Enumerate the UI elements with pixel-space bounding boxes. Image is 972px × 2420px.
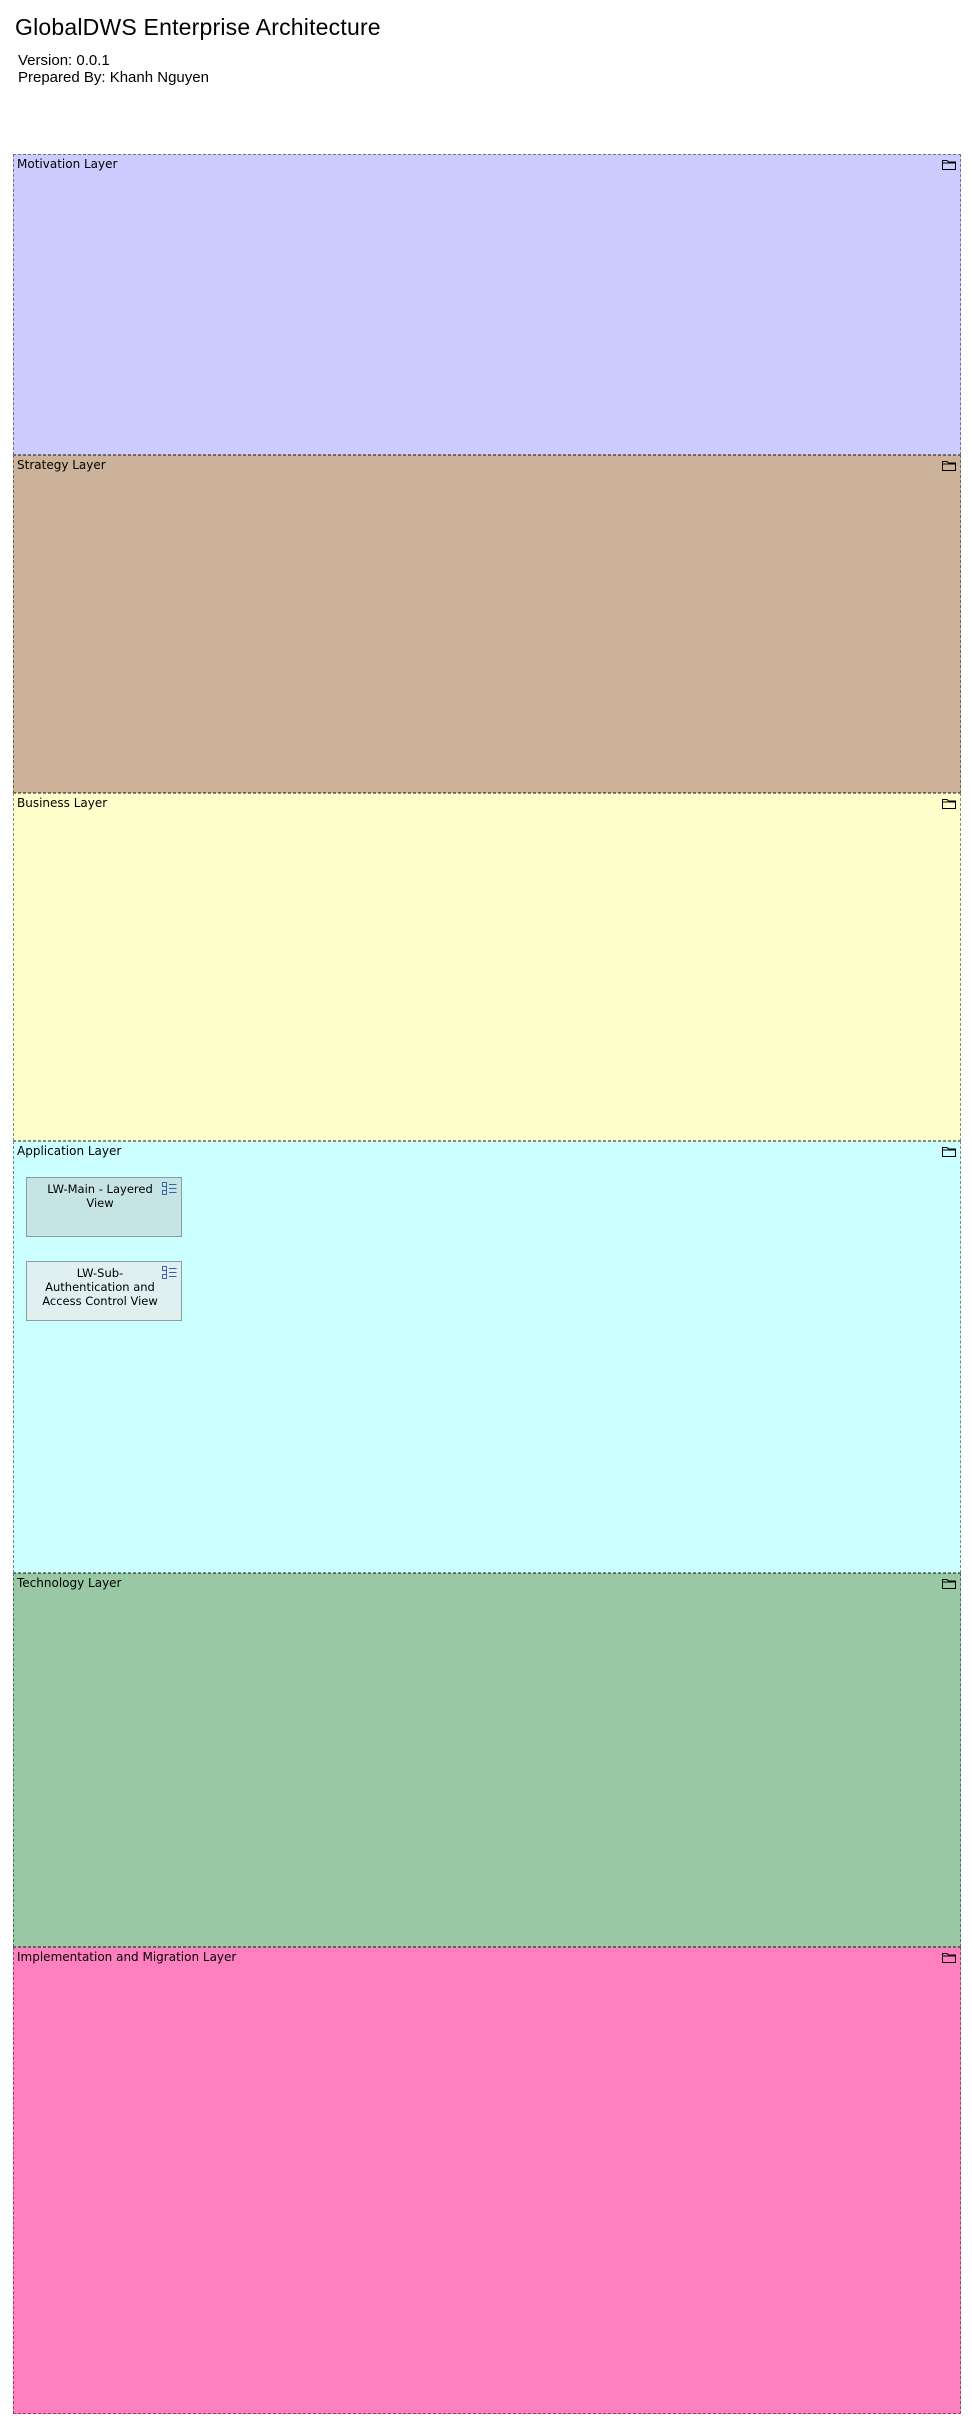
strategy-layer[interactable]: Strategy Layer: [13, 455, 961, 793]
application-layer[interactable]: Application Layer LW-Main - Layered View…: [13, 1141, 961, 1573]
folder-icon: [942, 160, 956, 170]
motivation-layer[interactable]: Motivation Layer: [13, 154, 961, 455]
layer-label: Business Layer: [17, 796, 108, 810]
view-reference-label: LW-Main - Layered View: [47, 1182, 153, 1210]
prepared-by-text: Prepared By: Khanh Nguyen: [18, 69, 209, 86]
folder-icon: [942, 1579, 956, 1589]
diagram-title: GlobalDWS Enterprise Architecture: [15, 14, 381, 40]
version-text: Version: 0.0.1: [18, 52, 110, 69]
folder-icon: [942, 461, 956, 471]
folder-icon: [942, 1147, 956, 1157]
view-reference-auth-access[interactable]: LW-Sub-Authentication and Access Control…: [26, 1261, 182, 1321]
layer-label: Strategy Layer: [17, 458, 106, 472]
layer-label: Motivation Layer: [17, 157, 118, 171]
layer-label: Implementation and Migration Layer: [17, 1950, 237, 1964]
technology-layer[interactable]: Technology Layer: [13, 1573, 961, 1947]
business-layer[interactable]: Business Layer: [13, 793, 961, 1141]
view-reference-icon: [162, 1266, 177, 1279]
view-reference-label: LW-Sub-Authentication and Access Control…: [42, 1266, 158, 1308]
layer-label: Technology Layer: [17, 1576, 122, 1590]
folder-icon: [942, 799, 956, 809]
view-reference-main-layered[interactable]: LW-Main - Layered View: [26, 1177, 182, 1237]
implementation-migration-layer[interactable]: Implementation and Migration Layer: [13, 1947, 961, 2414]
layer-label: Application Layer: [17, 1144, 122, 1158]
view-reference-icon: [162, 1182, 177, 1195]
folder-icon: [942, 1953, 956, 1963]
